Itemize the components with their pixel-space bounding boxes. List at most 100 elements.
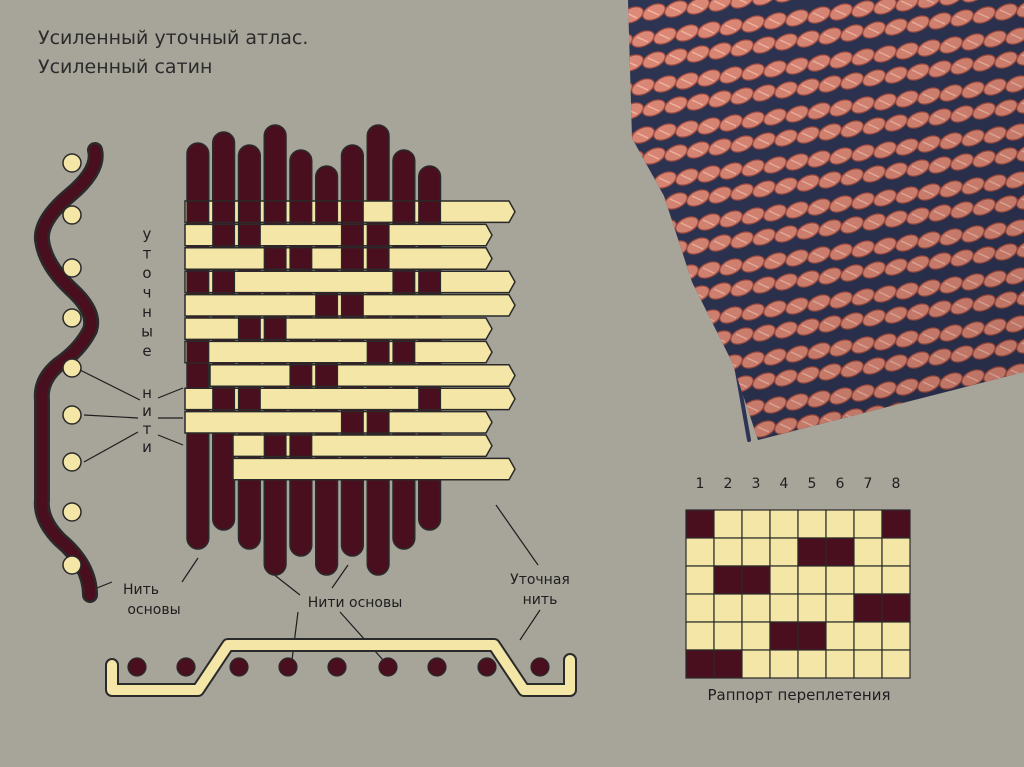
repeat-column-number: 4 <box>780 476 789 492</box>
repeat-cell-weft <box>825 649 855 679</box>
fabric-yarn-twist <box>604 160 615 165</box>
weft-thread <box>209 364 516 387</box>
fabric-weft-loop <box>730 423 754 440</box>
warp-thread-label-1: Нить <box>123 582 159 598</box>
fabric-yarn-twist <box>1011 466 1022 471</box>
warp-float <box>418 270 442 294</box>
fabric-yarn-twist <box>604 400 615 405</box>
fabric-yarn-twist <box>713 432 726 439</box>
title-line-1: Усиленный уточный атлас. <box>38 27 309 49</box>
fabric-yarn-twist <box>1010 417 1023 424</box>
warp-float <box>237 223 261 247</box>
warp-dot <box>477 657 497 677</box>
fabric-weft-loop <box>628 342 644 360</box>
warp-float <box>392 340 416 364</box>
fabric-weft-loop <box>673 454 701 477</box>
weave-repeat-grid <box>685 509 911 679</box>
weft-dot <box>62 308 82 328</box>
fabric-yarn-twist <box>703 460 714 465</box>
repeat-cell-warp <box>797 537 827 567</box>
weft-thread <box>184 317 493 341</box>
repeat-cell-warp <box>769 621 799 651</box>
warp-float <box>315 294 339 317</box>
fabric-yarn-twist <box>735 429 748 436</box>
fabric-yarn-twist <box>648 442 659 447</box>
fabric-yarn-twist <box>604 352 615 357</box>
warp-float <box>366 247 390 270</box>
fabric-yarn-twist <box>878 435 891 440</box>
repeat-cell-warp <box>685 509 715 539</box>
fabric-weft-loop <box>686 429 710 440</box>
warp-threads-label: Нити основы <box>308 595 403 611</box>
weft-thread <box>232 457 516 481</box>
repeat-cell-weft <box>741 649 771 679</box>
fabric-weft-loop <box>651 457 679 480</box>
fabric-yarn-twist <box>658 225 671 232</box>
weft-cross-section <box>105 638 577 697</box>
repeat-cell-weft <box>797 593 827 623</box>
fabric-weft-loop <box>664 384 688 402</box>
warp-float <box>340 247 364 270</box>
fabric-yarn-twist <box>628 348 638 355</box>
weft-thread <box>184 223 493 247</box>
fabric-yarn-twist <box>691 387 704 394</box>
title-line-2: Усиленный сатин <box>38 56 213 78</box>
warp-float <box>289 247 313 270</box>
warp-float <box>263 317 287 340</box>
repeat-cell-weft <box>853 621 883 651</box>
repeat-cell-warp <box>853 593 883 623</box>
fabric-yarn-twist <box>769 451 780 456</box>
fabric-weft-loop <box>972 390 996 408</box>
fabric-weft-loop <box>585 0 613 5</box>
fabric-yarn-twist <box>604 64 615 69</box>
warp-float <box>237 387 261 411</box>
repeat-cell-weft <box>797 649 827 679</box>
fabric-yarn-twist <box>702 411 715 418</box>
repeat-column-number: 5 <box>808 476 817 492</box>
warp-float <box>289 200 313 223</box>
fabric-weft-loop <box>895 426 919 440</box>
fabric-weft-loop <box>596 55 624 78</box>
fabric-weft-loop <box>596 247 624 270</box>
fabric-weft-loop <box>642 435 666 440</box>
fabric-yarn-twist <box>615 424 626 429</box>
fabric-weft-loop <box>882 448 910 471</box>
fabric-yarn-twist <box>911 405 924 412</box>
warp-float <box>392 270 416 294</box>
fabric-yarn-twist <box>724 408 737 415</box>
fabric-yarn-twist <box>856 438 869 440</box>
fabric-weft-loop <box>686 381 710 399</box>
warp-float <box>237 317 261 340</box>
weft-thread-label-2: нить <box>523 592 558 608</box>
fabric-weft-loop <box>596 295 624 318</box>
fabric-weft-loop <box>1003 457 1024 480</box>
fabric-yarn-twist <box>813 445 824 450</box>
fabric-weft-loop <box>950 393 974 411</box>
fabric-yarn-twist <box>604 208 615 213</box>
fabric-weft-loop <box>642 195 666 213</box>
fabric-weft-loop <box>917 423 941 440</box>
fabric-weft-loop <box>860 451 888 474</box>
fabric-weft-loop <box>653 411 677 429</box>
fabric-weft-loop <box>926 442 954 465</box>
repeat-cell-weft <box>685 565 715 595</box>
warp-float <box>212 387 236 411</box>
fabric-yarn-twist <box>647 249 660 256</box>
fabric-yarn-twist <box>636 420 649 427</box>
weft-thread <box>184 410 493 434</box>
fabric-yarn-twist <box>626 445 637 450</box>
fabric-weft-loop <box>928 396 952 414</box>
warp-float <box>212 223 236 247</box>
fabric-yarn-twist <box>658 417 671 424</box>
weft-threads-word-1-letter: у <box>143 225 152 243</box>
repeat-cell-weft <box>797 565 827 595</box>
fabric-yarn-twist <box>628 252 638 259</box>
warp-float <box>315 364 339 387</box>
warp-float <box>289 364 313 387</box>
fabric-weft-loop <box>631 270 655 288</box>
fabric-yarn-twist <box>680 366 693 373</box>
fabric-weft-loop <box>708 426 732 440</box>
weft-dot <box>62 358 82 378</box>
fabric-weft-loop <box>675 408 699 426</box>
